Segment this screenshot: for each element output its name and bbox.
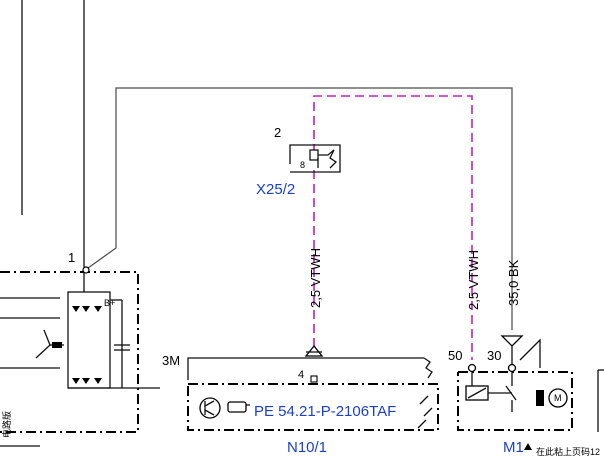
m1-block: M bbox=[457, 335, 573, 431]
n10-terminal-3m: 3M bbox=[162, 353, 180, 368]
wire-label-vtwh-left: 2,5 VTWH bbox=[308, 248, 323, 308]
x25-connector bbox=[289, 144, 341, 173]
reference-hand-icon bbox=[227, 401, 247, 413]
motor-icon bbox=[548, 388, 568, 408]
wire-vtwh-loop bbox=[313, 95, 473, 360]
alternator-block bbox=[0, 266, 160, 433]
n10-pin-4: 4 bbox=[298, 369, 304, 381]
wire-label-vtwh-right: 2,5 VTWH bbox=[466, 250, 481, 310]
transistor-icon bbox=[199, 397, 221, 419]
n10-designation: N10/1 bbox=[287, 439, 327, 456]
wire-bk-main bbox=[87, 87, 513, 330]
wire-label-bk: 35,0 BK bbox=[506, 259, 521, 306]
m1-terminal-30: 30 bbox=[487, 348, 501, 363]
n10-part-number[interactable]: PE 54.21-P-2106TAF bbox=[254, 403, 396, 420]
alternator-bplus: B+ bbox=[104, 298, 115, 308]
x25-designation: X25/2 bbox=[256, 181, 295, 198]
side-text: 电路版 bbox=[1, 411, 12, 438]
m1-designation: M1 bbox=[503, 439, 524, 456]
svg-text:M: M bbox=[554, 393, 562, 403]
footer-arrow-icon bbox=[524, 443, 532, 450]
n10-block bbox=[187, 344, 439, 431]
m1-terminal-50: 50 bbox=[448, 348, 462, 363]
alternator-pin: 1 bbox=[68, 250, 75, 265]
x25-pin-number: 2 bbox=[274, 125, 281, 140]
x25-terminal: 8 bbox=[300, 160, 305, 170]
footer-note: 在此粘上页码12 bbox=[536, 446, 600, 457]
